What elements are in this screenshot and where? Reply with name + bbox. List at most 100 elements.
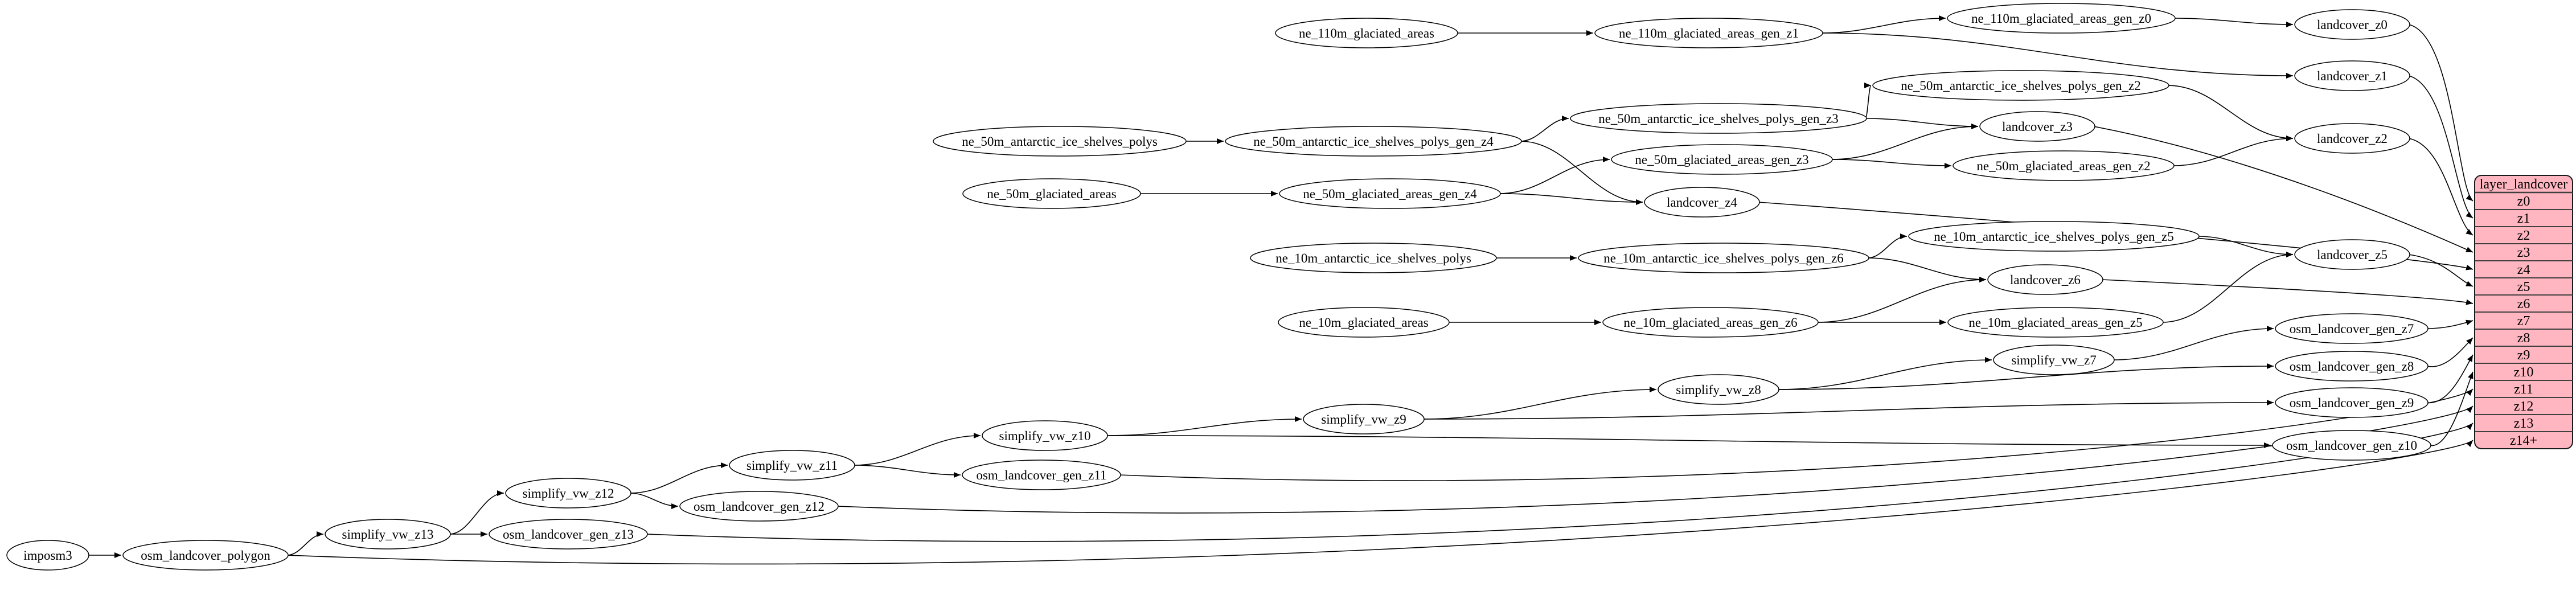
table-row-z14+: z14+ [2510,433,2537,448]
table-row-z8: z8 [2517,331,2530,346]
node-landcover_z2: landcover_z2 [2294,123,2410,154]
table-row-z3: z3 [2517,245,2530,260]
node-ellipse [1947,307,2164,338]
node-label: simplify_vw_z10 [999,429,1091,443]
node-label: ne_110m_glaciated_areas [1299,26,1434,40]
edge-sv11-og11 [853,465,961,478]
node-label: simplify_vw_z13 [342,527,434,542]
node-label: imposm3 [23,548,72,563]
node-label: ne_50m_glaciated_areas [987,187,1116,201]
node-label: osm_landcover_gen_z7 [2290,322,2414,336]
node-label: landcover_z0 [2317,18,2388,32]
edge-og10-row-z10 [2429,371,2474,446]
table-row-z4: z4 [2517,263,2530,277]
node-ellipse [325,519,451,550]
node-ne_50m_antarctic_ice_shelves_polys_gen_z3: ne_50m_antarctic_ice_shelves_polys_gen_z… [1570,103,1867,134]
node-landcover_z5: landcover_z5 [2294,239,2410,270]
node-label: osm_landcover_gen_z13 [503,527,634,542]
node-ne_110m_glaciated_areas_gen_z0: ne_110m_glaciated_areas_gen_z0 [1947,3,2176,34]
edge-sv9-sv8 [1422,387,1657,420]
node-label: simplify_vw_z12 [523,486,614,501]
table-row-z0: z0 [2517,194,2530,209]
edge-sv12-sv11 [629,462,728,494]
edge-a10g6-a10g5 [1867,233,1908,259]
table-row-z5: z5 [2517,280,2530,294]
edge-lc1-row-z1 [2408,75,2474,219]
node-label: ne_110m_glaciated_areas_gen_z1 [1619,26,1799,40]
node-ellipse [2272,430,2431,461]
node-ne_50m_antarctic_ice_shelves_polys_gen_z2: ne_50m_antarctic_ice_shelves_polys_gen_z… [1872,70,2169,101]
table-title: layer_landcover [2480,177,2568,192]
node-label: ne_50m_antarctic_ice_shelves_polys_gen_z… [1901,79,2141,93]
node-ellipse [1303,404,1425,434]
node-ellipse [1872,70,2169,101]
edge-a50g2-lc2 [2167,85,2294,141]
node-label: ne_10m_antarctic_ice_shelves_polys_gen_z… [1934,229,2174,244]
node-ellipse [982,420,1108,451]
edge-sv8-og8 [1777,363,2274,390]
node-label: osm_landcover_gen_z9 [2290,396,2414,410]
node-osm_landcover_gen_z13: osm_landcover_gen_z13 [489,519,648,550]
node-osm_landcover_gen_z8: osm_landcover_gen_z8 [2275,351,2429,382]
node-label: ne_50m_antarctic_ice_shelves_polys [962,134,1158,149]
node-osm_landcover_gen_z9: osm_landcover_gen_z9 [2275,387,2429,418]
node-label: simplify_vw_z9 [1321,412,1406,427]
node-label: simplify_vw_z8 [1676,383,1761,397]
table-row-z13: z13 [2514,416,2534,431]
node-ellipse [1993,345,2115,375]
edge-lc2-row-z2 [2408,138,2474,236]
node-ellipse [962,460,1121,490]
node-ellipse [1987,264,2103,295]
node-label: landcover_z5 [2317,248,2388,262]
node-label: ne_10m_antarctic_ice_shelves_polys [1275,251,1471,265]
node-label: osm_landcover_gen_z12 [694,499,825,514]
table-row-z11: z11 [2514,382,2533,397]
node-simplify_vw_z10: simplify_vw_z10 [982,420,1108,451]
edge-og13-row-z13 [646,423,2474,542]
node-ellipse [2275,387,2429,418]
node-imposm3: imposm3 [6,540,89,571]
edge-og12-row-z12 [836,405,2474,514]
edge-lc5-row-z5 [2408,254,2474,287]
node-ne_10m_glaciated_areas_gen_z6: ne_10m_glaciated_areas_gen_z6 [1602,307,1819,338]
node-ellipse [2294,60,2410,91]
node-landcover_z1: landcover_z1 [2294,60,2410,91]
node-label: landcover_z4 [1667,195,1737,210]
node-label: osm_landcover_gen_z10 [2286,438,2417,453]
node-label: ne_50m_glaciated_areas_gen_z2 [1976,159,2150,173]
edge-g50g3-lc3 [1831,124,1979,160]
node-osm_landcover_polygon: osm_landcover_polygon [122,540,289,571]
edge-sv7-og7 [2113,326,2274,360]
node-label: landcover_z6 [2010,273,2081,287]
edge-a50g3-a50g2 [1864,83,1872,119]
node-ellipse [1278,307,1450,338]
node-ellipse [122,540,289,571]
edge-g50g3-g50g2 [1831,159,1952,169]
node-ellipse [6,540,89,571]
node-ellipse [1644,187,1760,218]
edge-n110g1-lc1 [1821,32,2294,79]
edge-poly-sv13 [286,531,324,556]
node-ellipse [2294,9,2410,40]
node-label: ne_50m_glaciated_areas_gen_z3 [1635,153,1808,167]
node-ellipse [2275,313,2429,344]
node-simplify_vw_z8: simplify_vw_z8 [1658,374,1779,405]
node-landcover_z6: landcover_z6 [1987,264,2103,295]
node-ne_10m_antarctic_ice_shelves_polys_gen_z6: ne_10m_antarctic_ice_shelves_polys_gen_z… [1578,243,1869,273]
node-label: osm_landcover_polygon [141,548,270,563]
node-ne_110m_glaciated_areas_gen_z1: ne_110m_glaciated_areas_gen_z1 [1594,18,1823,48]
node-ellipse [1250,243,1497,273]
node-simplify_vw_z12: simplify_vw_z12 [505,478,631,509]
node-label: landcover_z1 [2317,69,2388,83]
node-ellipse [1279,178,1501,209]
node-ellipse [1570,103,1867,134]
edge-sv13-sv12 [449,490,504,535]
table-row-z2: z2 [2517,228,2530,243]
node-ne_50m_glaciated_areas_gen_z4: ne_50m_glaciated_areas_gen_z4 [1279,178,1501,209]
node-ellipse [1602,307,1819,338]
node-simplify_vw_z11: simplify_vw_z11 [729,450,855,481]
node-ne_10m_antarctic_ice_shelves_polys_gen_z5: ne_10m_antarctic_ice_shelves_polys_gen_z… [1908,221,2200,252]
table-row-z12: z12 [2514,399,2534,414]
